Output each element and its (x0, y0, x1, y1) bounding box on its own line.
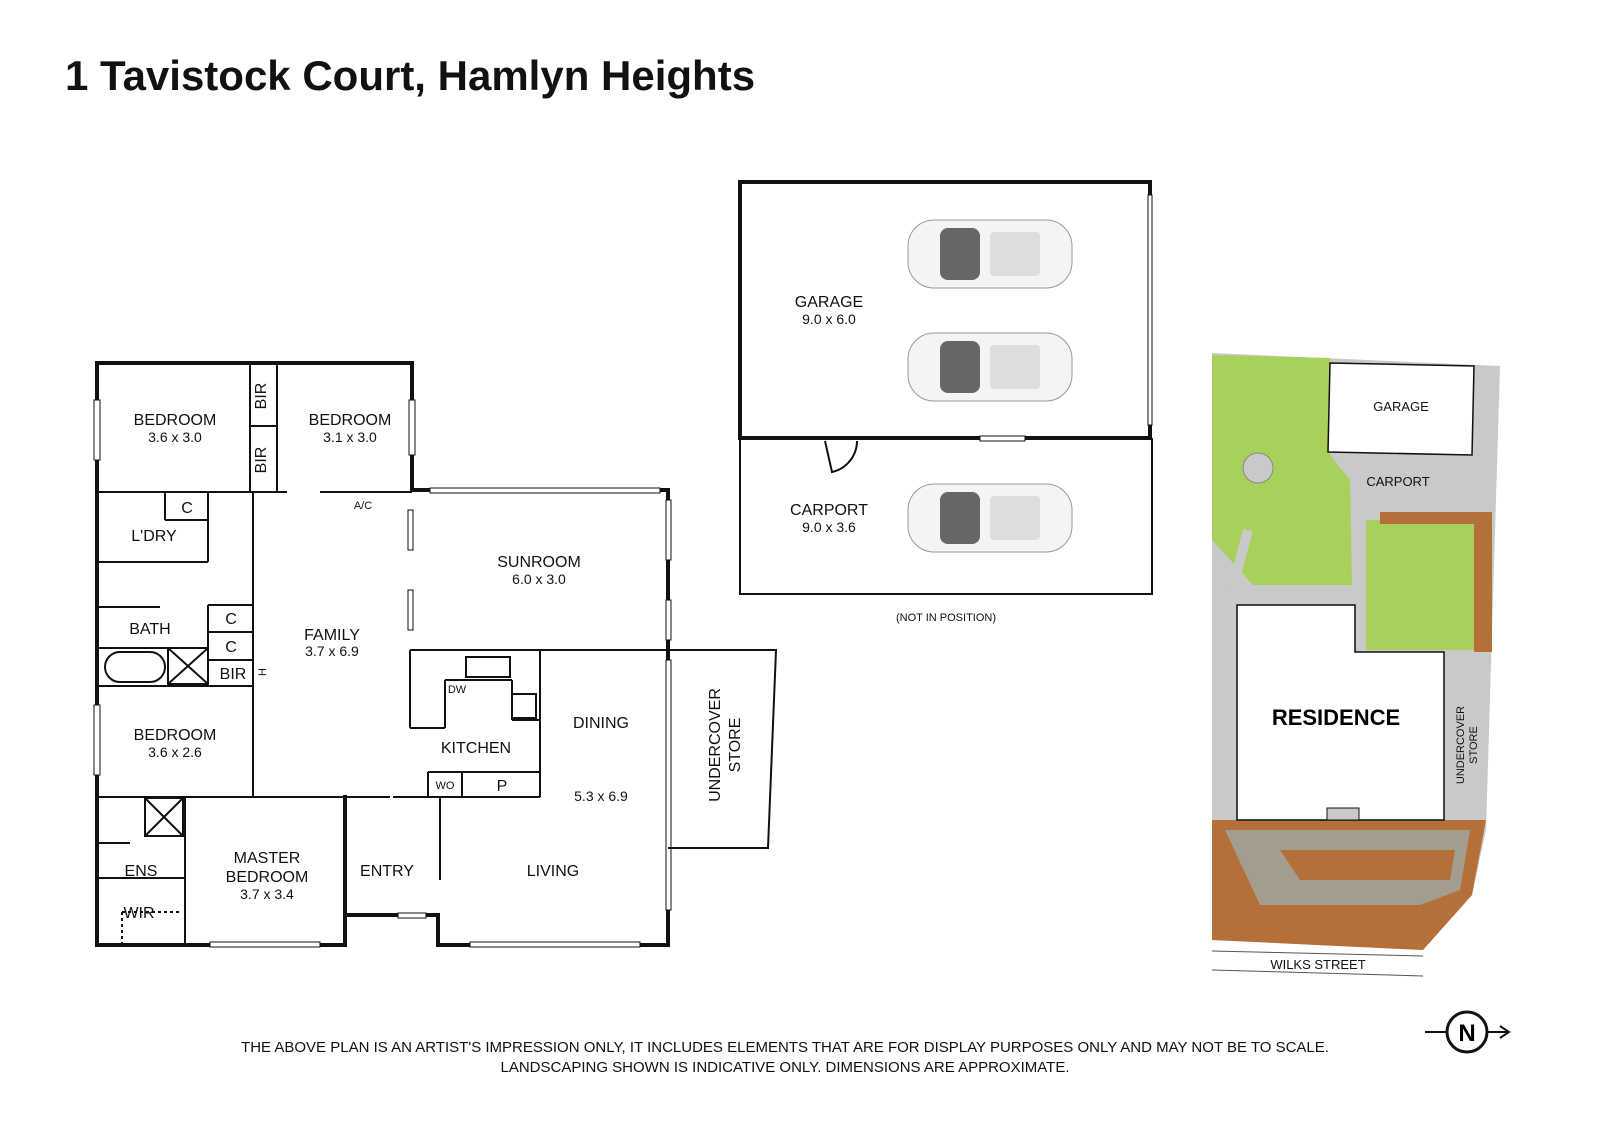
ac-label: A/C (354, 500, 372, 512)
garage-carport-plan: GARAGE 9.0 x 6.0 CARPORT 9.0 x 3.6 (NOT … (738, 180, 1153, 624)
site-carport-label: CARPORT (1366, 474, 1429, 489)
street-label: WILKS STREET (1270, 957, 1365, 972)
carport-dims: 9.0 x 3.6 (802, 519, 856, 535)
kitchen-label: KITCHEN (441, 740, 511, 757)
site-undercover-label: UNDERCOVER (1455, 706, 1467, 784)
lawn-side (1366, 520, 1474, 650)
room-dims: 3.7 x 6.9 (305, 643, 359, 659)
wir-label: WIR (123, 905, 154, 922)
cupboard-label: C (225, 639, 237, 656)
car-icon (907, 483, 1073, 553)
room-dims: 5.3 x 6.9 (574, 788, 628, 804)
site-plan: GARAGE CARPORT RESIDENCE UNDERCOVER STOR… (1211, 353, 1500, 977)
page-title: 1 Tavistock Court, Hamlyn Heights (65, 52, 756, 99)
room-labels: BEDROOM 3.6 x 3.0 BEDROOM 3.1 x 3.0 FAMI… (123, 383, 629, 922)
bir-label: BIR (220, 666, 247, 683)
room-name: DINING (573, 715, 629, 732)
room-dims: 3.1 x 3.0 (323, 429, 377, 445)
car-icon (907, 332, 1073, 402)
bir-label: BIR (253, 383, 270, 410)
site-garage-label: GARAGE (1373, 399, 1429, 414)
bir-label: BIR (253, 447, 270, 474)
undercover-label: UNDERCOVER (707, 688, 724, 802)
north-label: N (1458, 1020, 1475, 1047)
garage-dims: 9.0 x 6.0 (802, 311, 856, 327)
undercover-store: UNDERCOVER STORE (668, 649, 778, 849)
heater-label: H (257, 668, 269, 676)
garage-label: GARAGE (795, 294, 863, 311)
room-name: MASTER (234, 850, 301, 867)
north-arrow-icon: N (1425, 1010, 1511, 1054)
house-walls (95, 361, 670, 947)
cupboard-label: C (181, 500, 193, 517)
room-name: FAMILY (304, 627, 360, 644)
pantry-label: P (497, 778, 508, 795)
room-dims: 3.6 x 3.0 (148, 429, 202, 445)
room-dims: 3.7 x 3.4 (240, 886, 294, 902)
room-name: SUNROOM (497, 554, 581, 571)
room-dims: 3.6 x 2.6 (148, 744, 202, 760)
car-icon (907, 219, 1073, 289)
room-name: BEDROOM (134, 412, 217, 429)
site-store-label: STORE (1468, 726, 1480, 764)
disclaimer-line: LANDSCAPING SHOWN IS INDICATIVE ONLY. DI… (500, 1059, 1070, 1076)
laundry-label: L'DRY (131, 528, 177, 545)
carport-label: CARPORT (790, 502, 868, 519)
wall-oven-label: WO (436, 780, 455, 792)
dishwasher-label: DW (448, 684, 467, 696)
lawn-rear (1212, 355, 1352, 585)
room-name: BEDROOM (134, 727, 217, 744)
garden-bed (1474, 512, 1492, 652)
not-in-position-note: (NOT IN POSITION) (896, 612, 996, 624)
store-label: STORE (727, 718, 744, 773)
entry-label: ENTRY (360, 863, 414, 880)
windows (93, 399, 672, 948)
living-label: LIVING (527, 863, 579, 880)
residence-label: RESIDENCE (1272, 705, 1400, 730)
cupboard-label: C (225, 611, 237, 628)
room-dims: 6.0 x 3.0 (512, 571, 566, 587)
disclaimer: THE ABOVE PLAN IS AN ARTIST'S IMPRESSION… (0, 1038, 1570, 1078)
bath-label: BATH (129, 621, 170, 638)
room-name: BEDROOM (226, 869, 309, 886)
room-name: BEDROOM (309, 412, 392, 429)
disclaimer-line: THE ABOVE PLAN IS AN ARTIST'S IMPRESSION… (241, 1039, 1329, 1056)
ensuite-label: ENS (125, 863, 158, 880)
